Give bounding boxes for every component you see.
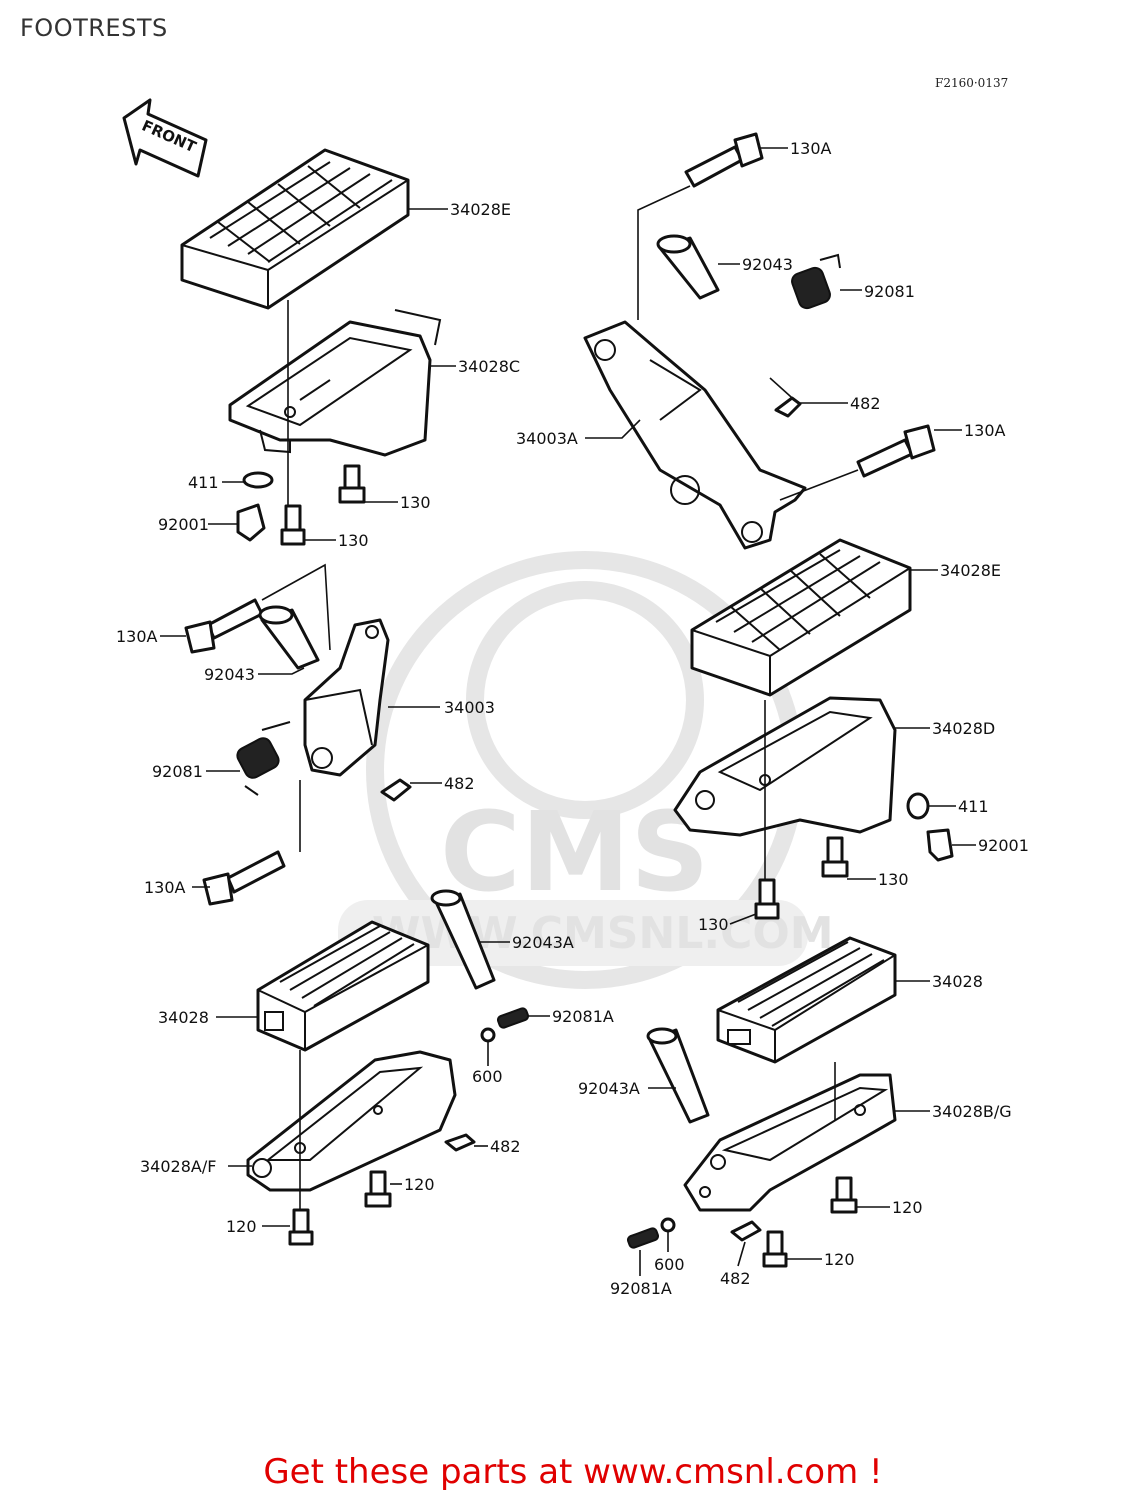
lower-right-footrest-assembly (626, 936, 897, 1268)
pin-92043-mid (258, 605, 320, 670)
clip-482-lower-right (730, 1220, 762, 1242)
leader-lines (160, 147, 976, 1276)
label-34028af: 34028A/F (140, 1157, 216, 1176)
spring-92081-mid (236, 721, 291, 796)
pin-92001-left (236, 503, 266, 542)
bolt-130-left-b (280, 504, 306, 546)
label-130a: 130A (144, 878, 186, 897)
label-130: 130 (338, 531, 369, 550)
label-130a: 130A (964, 421, 1006, 440)
label-92043: 92043 (204, 665, 255, 684)
label-482: 482 (720, 1269, 751, 1288)
label-411: 411 (188, 473, 219, 492)
clip-482-lower-left (444, 1133, 476, 1152)
label-120: 120 (824, 1250, 855, 1269)
diagram-code: F2160·0137 (935, 76, 1009, 90)
bolt-130a-upper-2 (856, 424, 936, 478)
label-92081a: 92081A (552, 1007, 614, 1026)
washer-411-left (242, 471, 274, 489)
upper-left-footrest-assembly (180, 148, 442, 546)
middle-left-bracket-assembly (184, 563, 412, 906)
front-arrow-icon (122, 98, 208, 178)
upper-right-bracket-assembly (583, 132, 936, 550)
pin-92043-upper (656, 234, 720, 300)
pin-92001-right (926, 828, 954, 862)
label-92001: 92001 (978, 836, 1029, 855)
label-34003a: 34003A (516, 429, 578, 448)
bolt-120-lower-left-b (288, 1208, 314, 1246)
label-92081a: 92081A (610, 1279, 672, 1298)
bolt-120-lower-right-a (830, 1176, 858, 1214)
label-411: 411 (958, 797, 989, 816)
label-482: 482 (444, 774, 475, 793)
pin-92043a-lower-left (430, 889, 496, 990)
rubber-pad-34028e-right (690, 538, 912, 697)
page-title: FOOTRESTS (20, 14, 168, 42)
label-92043a: 92043A (512, 933, 574, 952)
front-arrow-marker: FRONT (122, 98, 208, 178)
pin-92043a-lower-right (646, 1027, 710, 1124)
bracket-34028bg (683, 1073, 897, 1212)
middle-right-footrest-assembly (673, 538, 954, 920)
bracket-34028af (246, 1050, 457, 1192)
label-92001: 92001 (158, 515, 209, 534)
label-120: 120 (404, 1175, 435, 1194)
label-130a: 130A (116, 627, 158, 646)
bolt-130-left-a (338, 464, 366, 504)
spring-92081a-lower-right (626, 1227, 660, 1249)
label-482: 482 (850, 394, 881, 413)
label-482: 482 (490, 1137, 521, 1156)
bracket-34028c (228, 309, 442, 457)
rubber-pad-34028-right (716, 936, 897, 1064)
bolt-120-lower-right-b (762, 1230, 788, 1268)
label-34003: 34003 (444, 698, 495, 717)
lower-left-footrest-assembly (246, 889, 530, 1246)
label-34028: 34028 (932, 972, 983, 991)
label-130: 130 (698, 915, 729, 934)
bolt-120-lower-left-a (364, 1170, 392, 1208)
label-34028bg: 34028B/G (932, 1102, 1012, 1121)
part-number-labels: 130A 34028E 92043 92081 34028C 482 34003… (116, 139, 1029, 1298)
label-34028c: 34028C (458, 357, 520, 376)
rubber-pad-34028-left (256, 920, 430, 1052)
label-600: 600 (654, 1255, 685, 1274)
clip-482-upper (774, 396, 802, 418)
rubber-pad-34028e-left (180, 148, 410, 310)
label-34028e: 34028E (450, 200, 511, 219)
bolt-130a-mid-1 (184, 598, 264, 654)
bolt-130a-mid-2 (202, 850, 286, 906)
label-120: 120 (892, 1198, 923, 1217)
clip-482-mid (380, 778, 412, 802)
cta-link[interactable]: Get these parts at www.cmsnl.com ! (263, 1452, 883, 1492)
label-130: 130 (400, 493, 431, 512)
washer-411-right (906, 792, 930, 820)
watermark-helmet (466, 581, 704, 819)
spring-92081a-lower-left (496, 1007, 530, 1029)
bolt-130-right-a (821, 836, 849, 878)
label-92043: 92043 (742, 255, 793, 274)
label-34028: 34028 (158, 1008, 209, 1027)
watermark-logo-text: CMS (440, 788, 709, 916)
ball-600-lower-left (480, 1027, 496, 1043)
ball-600-lower-right (660, 1217, 676, 1233)
bolt-130a-upper-1 (684, 132, 764, 188)
label-130: 130 (878, 870, 909, 889)
label-120: 120 (226, 1217, 257, 1236)
label-130a: 130A (790, 139, 832, 158)
label-34028e: 34028E (940, 561, 1001, 580)
bolt-130-right-b (754, 878, 780, 920)
label-92043a: 92043A (578, 1079, 640, 1098)
bracket-34003 (303, 618, 390, 777)
spring-92081-upper (791, 253, 841, 310)
label-34028d: 34028D (932, 719, 995, 738)
bracket-34003a (583, 320, 807, 550)
label-92081: 92081 (152, 762, 203, 781)
label-600: 600 (472, 1067, 503, 1086)
label-92081: 92081 (864, 282, 915, 301)
